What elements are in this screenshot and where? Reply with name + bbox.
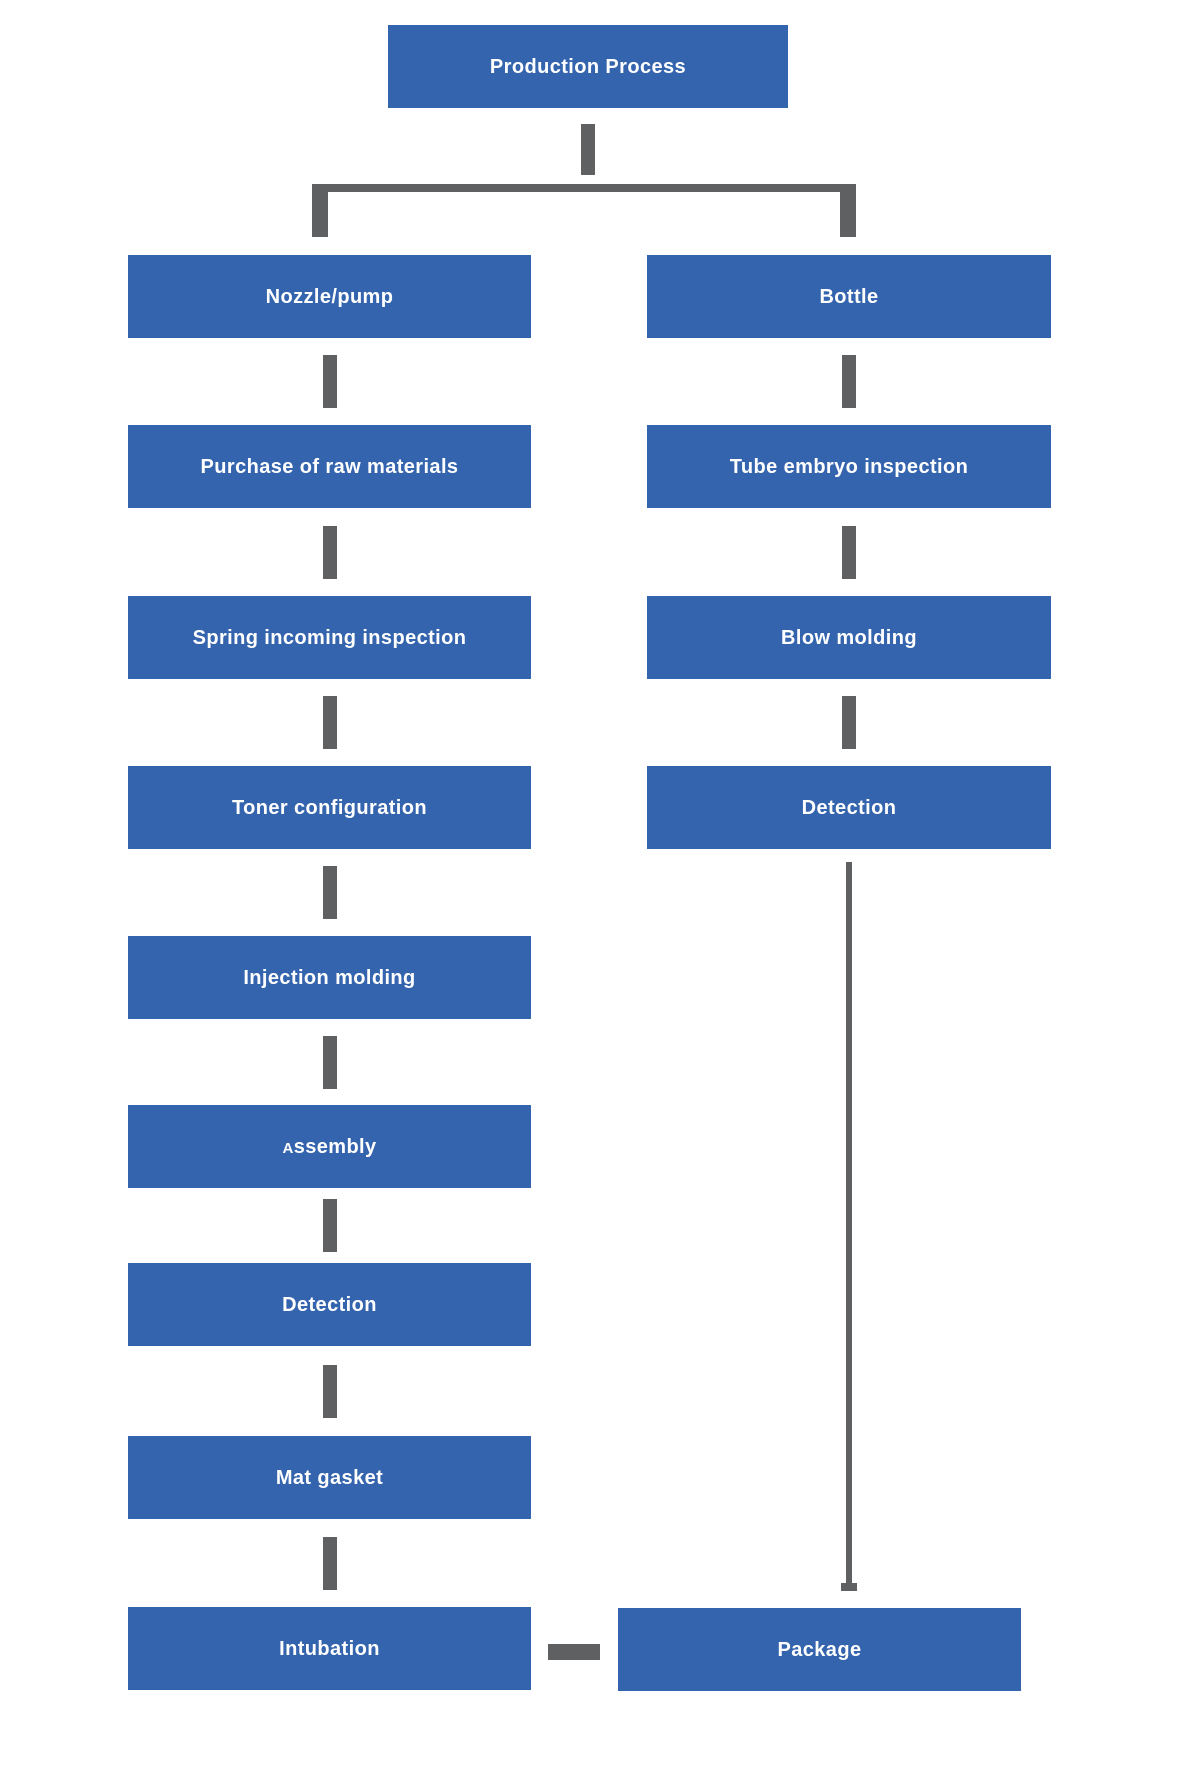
connector-right-seg-1 bbox=[842, 355, 856, 408]
connector-branch-right-leg bbox=[840, 184, 856, 237]
flow-node-toner-configuration: Toner configuration bbox=[128, 766, 531, 849]
connector-left-seg-2 bbox=[323, 526, 337, 579]
flow-node-detection-right: Detection bbox=[647, 766, 1051, 849]
node-label-injection-molding: Injection molding bbox=[243, 966, 416, 989]
flow-node-production-process: Production Process bbox=[388, 25, 788, 108]
connector-branch-bar bbox=[312, 184, 856, 192]
connector-branch-left-leg bbox=[312, 184, 328, 237]
node-label-intubation: Intubation bbox=[279, 1637, 380, 1660]
node-label-toner-configuration: Toner configuration bbox=[232, 796, 427, 819]
node-label-package: Package bbox=[777, 1638, 862, 1661]
flow-node-detection-left: Detection bbox=[128, 1263, 531, 1346]
node-label-blow-molding: Blow molding bbox=[781, 626, 917, 649]
flow-node-intubation: Intubation bbox=[128, 1607, 531, 1690]
connector-right-seg-2 bbox=[842, 526, 856, 579]
flow-node-tube-embryo-inspection: Tube embryo inspection bbox=[647, 425, 1051, 508]
connector-left-seg-5 bbox=[323, 1036, 337, 1089]
node-label-bottle: Bottle bbox=[819, 285, 879, 308]
node-label-nozzle-pump: Nozzle/pump bbox=[265, 285, 394, 308]
flow-node-bottle: Bottle bbox=[647, 255, 1051, 338]
node-label-detection-left: Detection bbox=[282, 1293, 377, 1316]
connector-left-seg-6 bbox=[323, 1199, 337, 1252]
connector-detection-package-cap bbox=[841, 1583, 857, 1591]
flow-node-mat-gasket: Mat gasket bbox=[128, 1436, 531, 1519]
flow-node-nozzle-pump: Nozzle/pump bbox=[128, 255, 531, 338]
connector-left-seg-8 bbox=[323, 1537, 337, 1590]
flow-node-assembly: Assembly bbox=[128, 1105, 531, 1188]
flow-node-spring-incoming-inspection: Spring incoming inspection bbox=[128, 596, 531, 679]
node-label-spring-incoming-inspection: Spring incoming inspection bbox=[192, 626, 467, 649]
connector-detection-package-line bbox=[846, 862, 852, 1583]
flow-node-injection-molding: Injection molding bbox=[128, 936, 531, 1019]
node-label-purchase-raw-materials: Purchase of raw materials bbox=[200, 455, 459, 478]
flow-node-purchase-raw-materials: Purchase of raw materials bbox=[128, 425, 531, 508]
flow-node-blow-molding: Blow molding bbox=[647, 596, 1051, 679]
connector-left-seg-7 bbox=[323, 1365, 337, 1418]
connector-right-seg-3 bbox=[842, 696, 856, 749]
connector-left-seg-3 bbox=[323, 696, 337, 749]
node-label-assembly: Assembly bbox=[282, 1135, 377, 1158]
flow-node-package: Package bbox=[618, 1608, 1021, 1691]
connector-left-seg-1 bbox=[323, 355, 337, 408]
node-label-tube-embryo-inspection: Tube embryo inspection bbox=[729, 455, 969, 478]
node-label-production-process: Production Process bbox=[489, 55, 687, 78]
node-label-detection-right: Detection bbox=[801, 796, 897, 819]
connector-intubation-package-dash bbox=[548, 1644, 600, 1660]
node-label-mat-gasket: Mat gasket bbox=[275, 1466, 384, 1489]
connector-left-seg-4 bbox=[323, 866, 337, 919]
connector-root-stem bbox=[581, 124, 595, 175]
